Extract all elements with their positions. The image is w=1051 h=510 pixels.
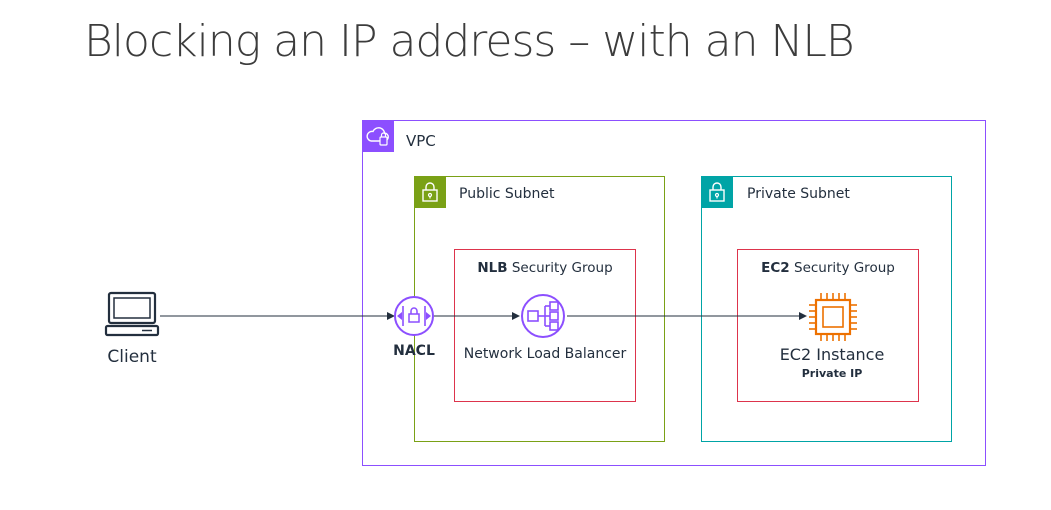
- nlb-security-group: [454, 249, 636, 402]
- vpc-label: VPC: [406, 132, 436, 150]
- private-ip-label: Private IP: [801, 367, 863, 380]
- page-title: Blocking an IP address – with an NLB: [84, 16, 855, 67]
- client-label: Client: [107, 347, 157, 367]
- client-computer-icon: [104, 291, 160, 337]
- lock-icon: [414, 176, 446, 208]
- nacl-icon: [394, 296, 434, 336]
- lock-icon: [701, 176, 733, 208]
- public-subnet-label: Public Subnet: [459, 186, 555, 202]
- nacl-label: NACL: [393, 343, 435, 359]
- network-load-balancer-icon: [521, 294, 565, 338]
- ec2-chip-icon: [809, 293, 857, 341]
- ec2-security-group-label: EC2 Security Group: [761, 260, 895, 276]
- vpc-group: [362, 120, 986, 466]
- ec2-security-group: [737, 249, 919, 402]
- vpc-cloud-icon: [362, 120, 394, 152]
- nlb-security-group-label: NLB Security Group: [477, 260, 613, 276]
- private-subnet-label: Private Subnet: [747, 186, 850, 202]
- nlb-label: Network Load Balancer: [463, 346, 627, 362]
- private-subnet-group: [701, 176, 952, 442]
- ec2-instance-label: EC2 Instance: [779, 345, 885, 364]
